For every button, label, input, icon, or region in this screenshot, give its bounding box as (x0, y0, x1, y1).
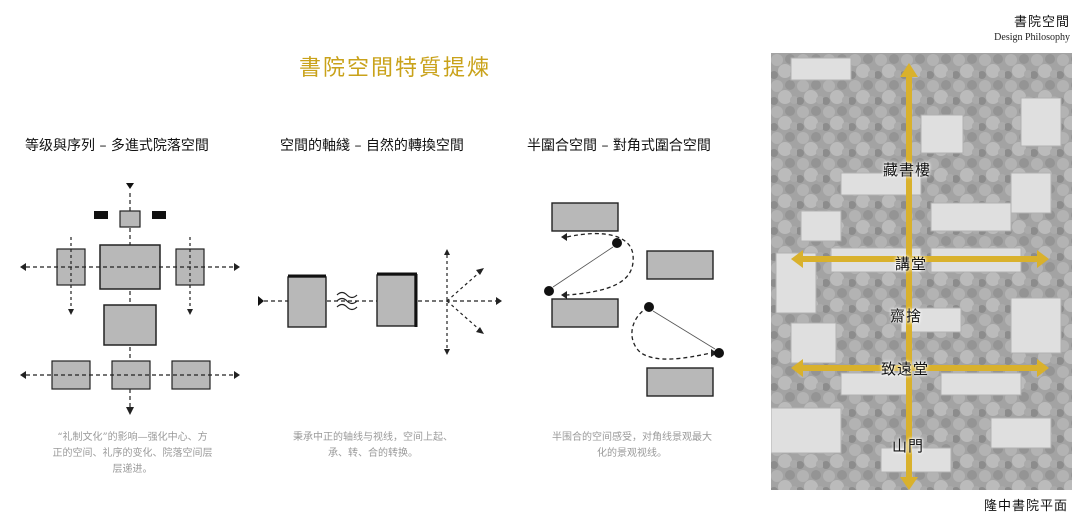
building-block-mid-left (551, 298, 619, 328)
building-block-top-left (551, 202, 619, 232)
viewpoint-dot (612, 238, 622, 248)
diagram-axis (258, 249, 502, 355)
desc-line: “礼制文化”的影响—强化中心、方 (57, 432, 208, 443)
view-line (446, 270, 482, 302)
arrow-left-icon (791, 359, 803, 377)
arrow-left-icon (561, 233, 567, 241)
map-label-lecture-hall: 講堂 (895, 255, 928, 273)
building-block-right (376, 274, 416, 327)
arrow-right-icon (496, 297, 502, 305)
diagram-hierarchy (20, 183, 240, 415)
entrance-marker-icon (126, 183, 134, 189)
viewpoint-dot (544, 286, 554, 296)
arrow-icon (476, 268, 484, 275)
arrow-right-icon (234, 263, 240, 271)
desc-line: 秉承中正的轴线与视线，空间上起、 (293, 432, 453, 443)
aerial-site-photo: 藏書樓 講堂 齋捨 致遠堂 山門 (771, 53, 1072, 490)
diagonal-sightline (552, 246, 614, 288)
corner-title: 書院空間 Design Philosophy (994, 11, 1070, 43)
axes-overlay (791, 63, 1049, 490)
vertical-axis-line (906, 75, 912, 480)
arrow-left-icon (561, 291, 567, 299)
desc-line: 层递进。 (112, 464, 153, 475)
entrance-marker-icon (258, 296, 264, 306)
arrow-right-icon (234, 371, 240, 379)
arrow-up-icon (444, 249, 450, 255)
enclosure-path-lower (631, 306, 712, 360)
section-title-hierarchy: 等级與序列 – 多進式院落空間 (25, 138, 209, 154)
courtyard-block-main (99, 244, 161, 290)
arrow-down-icon (68, 309, 74, 315)
arrow-down-icon (187, 309, 193, 315)
desc-line: 化的景观视线。 (597, 448, 667, 459)
diagonal-sightline (652, 310, 716, 350)
arrow-down-icon (444, 349, 450, 355)
black-bar (152, 211, 166, 219)
courtyard-block-small (119, 210, 141, 228)
diagram-semi-enclosed (544, 202, 724, 397)
arrow-right-icon (1037, 250, 1049, 268)
viewpoint-dot (714, 348, 724, 358)
building-block-mid-right (646, 250, 714, 280)
desc-line: 正的空间、礼序的变化、院落空间层 (52, 448, 213, 459)
section-desc-hierarchy: “礼制文化”的影响—强化中心、方 正的空间、礼序的变化、院落空间层 层递进。 (25, 430, 240, 478)
horizontal-axis-upper (801, 256, 1039, 262)
viewpoint-dot (644, 302, 654, 312)
main-title: 書院空間特質提煉 (298, 56, 491, 81)
map-label-library: 藏書樓 (883, 161, 932, 179)
map-label-zhiyuan-hall: 致遠堂 (881, 360, 930, 378)
arrow-up-icon (900, 63, 918, 77)
desc-line: 承、转、合的转换。 (328, 448, 418, 459)
map-label-dormitory: 齋捨 (890, 307, 923, 325)
arrow-icon (476, 327, 484, 334)
arrow-down-icon (126, 407, 134, 415)
arrow-down-icon (900, 477, 918, 490)
section-desc-semi-enclosed: 半围合的空间感受，对角线景观最大 化的景观视线。 (527, 430, 737, 462)
building-block-left (287, 276, 327, 328)
arrow-left-icon (791, 250, 803, 268)
desc-line: 半围合的空间感受，对角线景观最大 (552, 432, 712, 443)
section-title-axis: 空間的軸綫 – 自然的轉換空間 (280, 138, 464, 154)
corner-title-en: Design Philosophy (994, 32, 1070, 43)
section-desc-axis: 秉承中正的轴线与视线，空间上起、 承、转、合的转换。 (268, 430, 478, 462)
wave-transition-icon (336, 291, 358, 311)
map-label-gate: 山門 (892, 437, 925, 455)
photo-overlay (771, 53, 1072, 490)
view-line (446, 300, 482, 332)
map-caption: 隆中書院平面 (983, 499, 1068, 514)
aerial-photo-graphic (771, 53, 1072, 490)
courtyard-block-lower (103, 304, 157, 346)
horizontal-axis-lower (801, 365, 1039, 371)
corner-title-zh: 書院空間 (1013, 15, 1070, 30)
section-title-semi-enclosed: 半圍合空間 – 對角式圍合空間 (527, 138, 711, 154)
arrow-left-icon (20, 371, 26, 379)
building-block-bottom-right (646, 367, 714, 397)
black-bar (94, 211, 108, 219)
rooftops (771, 57, 1062, 473)
arrow-left-icon (20, 263, 26, 271)
arrow-right-icon (1037, 359, 1049, 377)
enclosure-path-upper (566, 232, 634, 296)
